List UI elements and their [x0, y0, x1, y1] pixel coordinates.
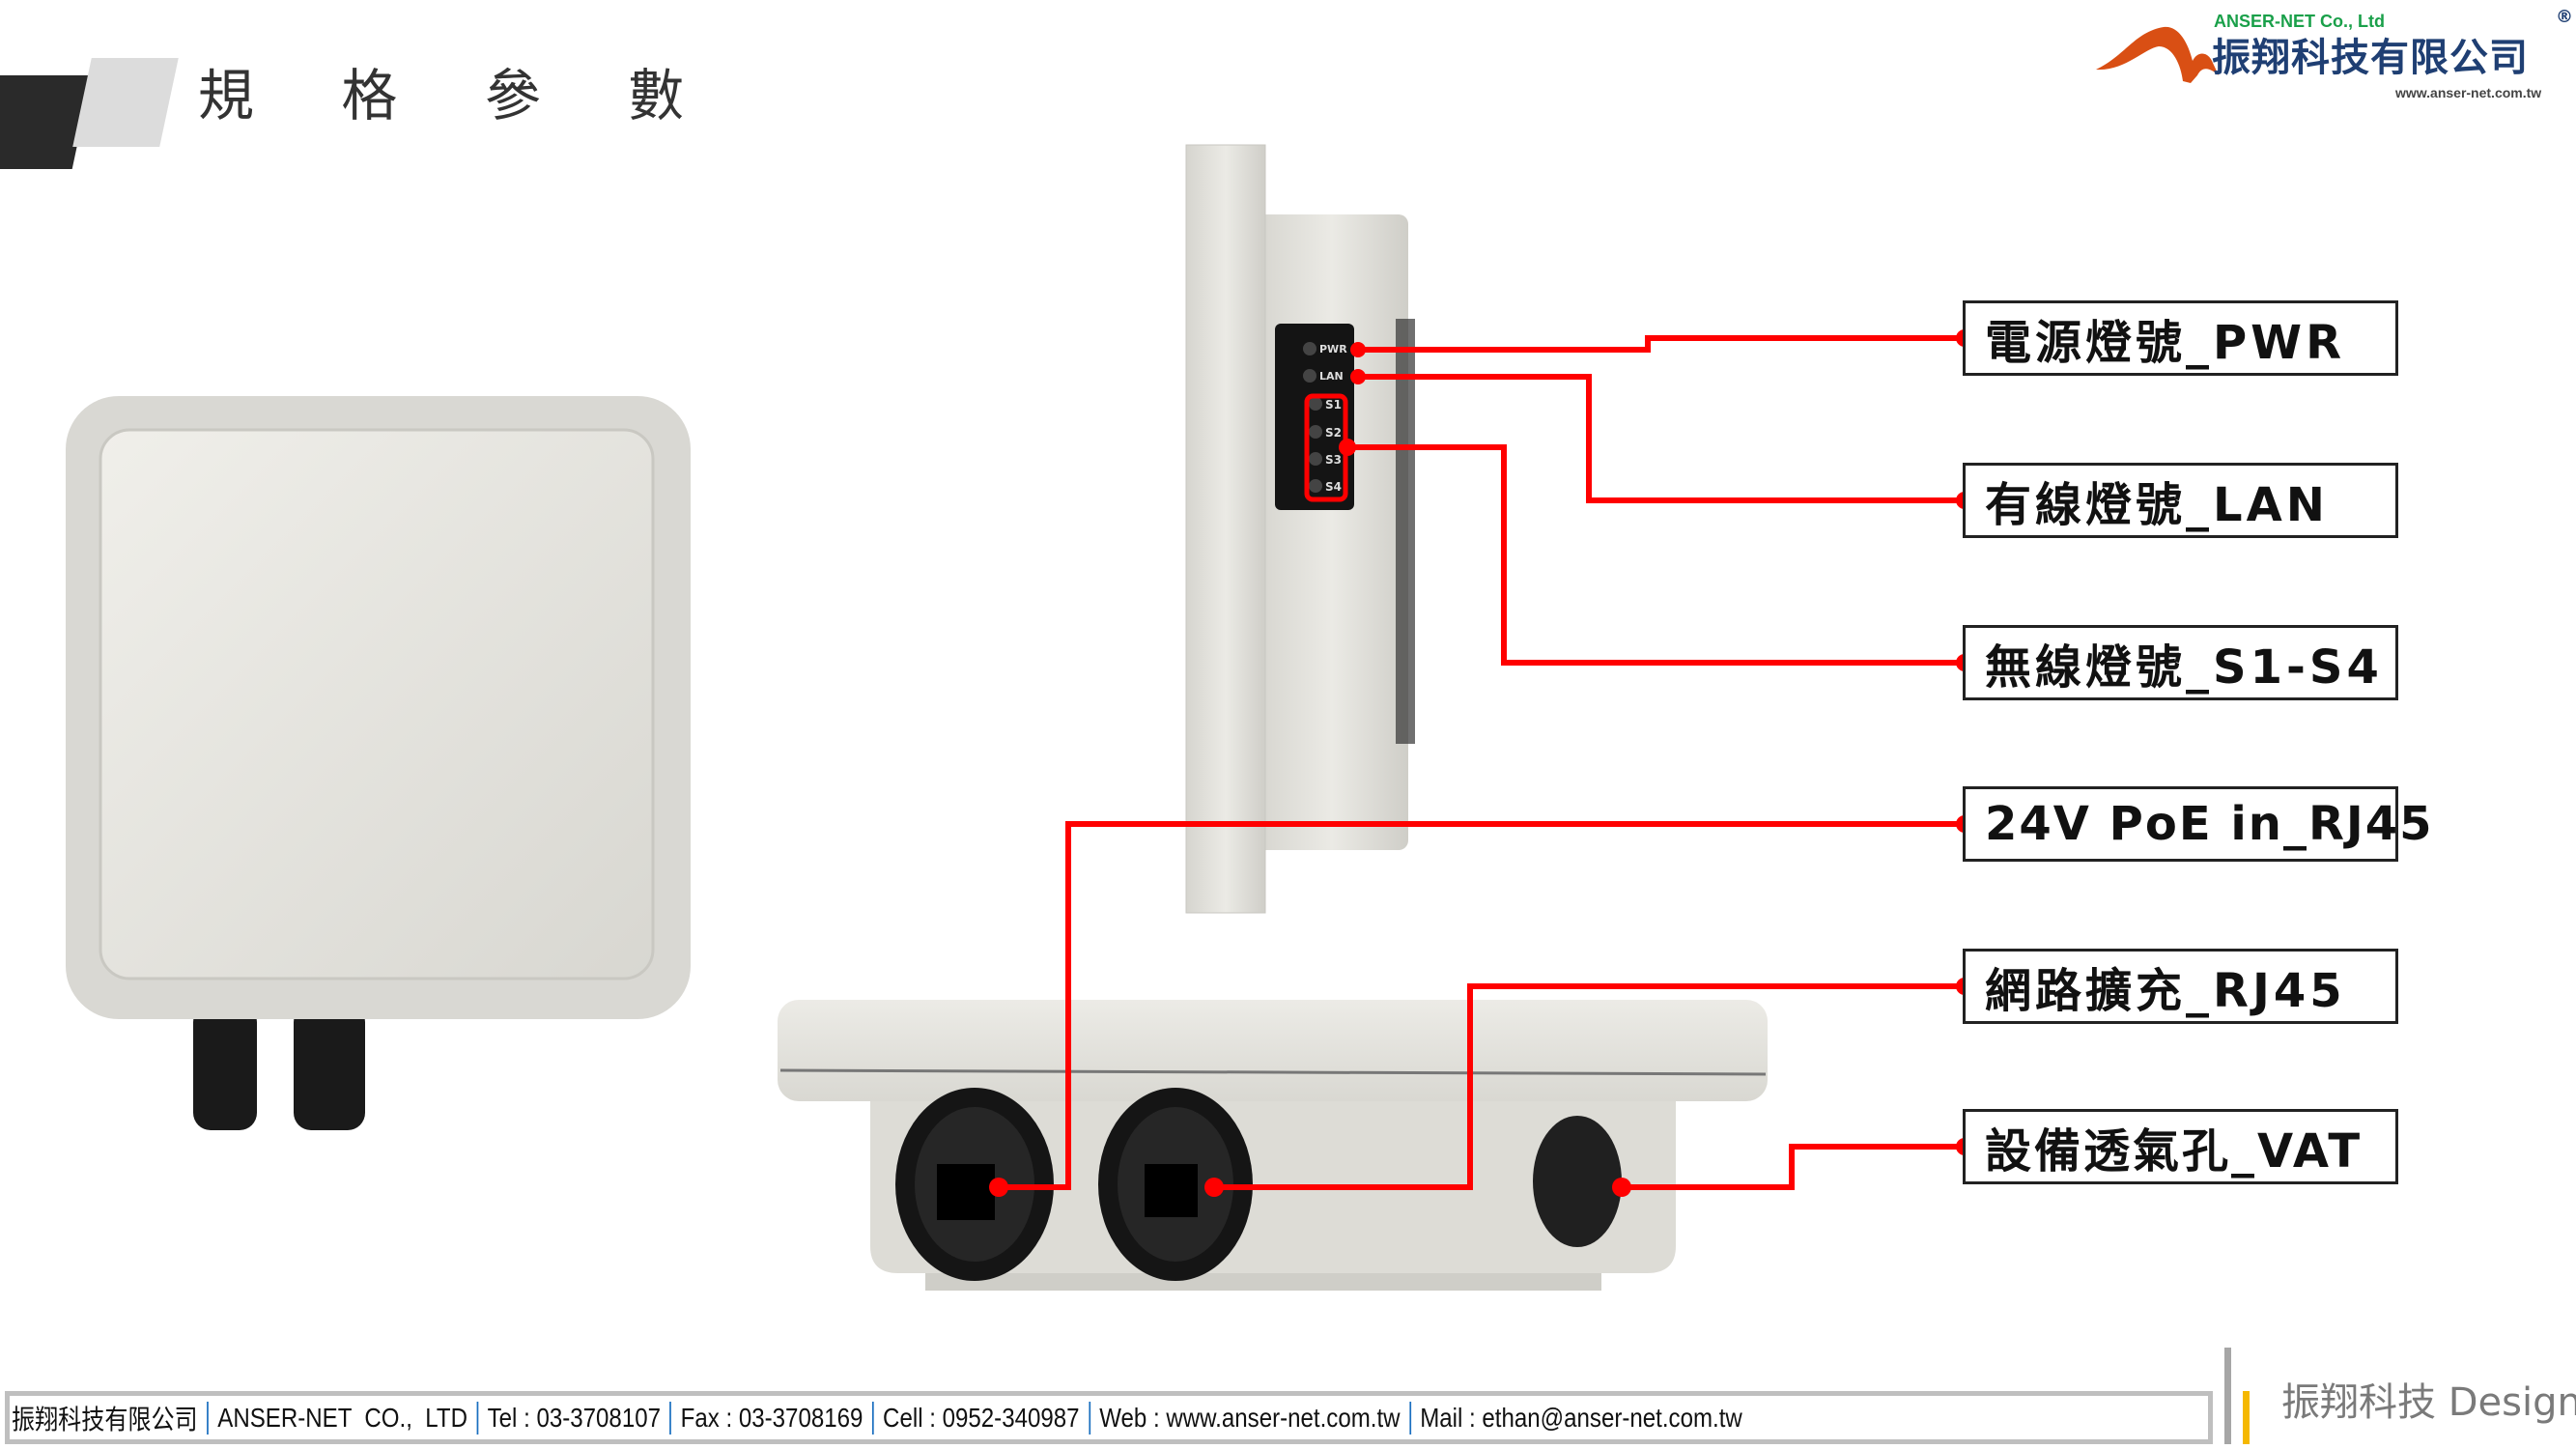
registered-mark: ® [2556, 7, 2573, 27]
footer-separator [476, 1401, 479, 1435]
led-label-s1: S1 [1325, 398, 1342, 412]
footer-web: Web : www.anser-net.com.tw [1099, 1402, 1401, 1433]
footer-separator [669, 1401, 672, 1435]
footer-contact-bar: 振翔科技有限公司 ANSER-NET CO., LTD Tel : 03-370… [5, 1391, 2213, 1444]
footer-separator [207, 1401, 209, 1435]
led-label-pwr: PWR [1319, 343, 1347, 355]
logo-company-en: ANSER-NET Co., Ltd [2214, 12, 2385, 31]
footer-separator [871, 1401, 874, 1435]
footer-accent-yellow [2243, 1391, 2250, 1444]
led-label-s2: S2 [1325, 426, 1342, 440]
led-label-s3: S3 [1325, 453, 1342, 467]
footer-fax: Fax : 03-3708169 [680, 1402, 863, 1433]
callout-line-s1-s4 [1347, 444, 1963, 666]
device-front-panel [99, 428, 655, 980]
callout-line-vat [1622, 1144, 1963, 1190]
page-title: 規 格 參 數 [198, 63, 720, 128]
footer-mail: Mail : ethan@anser-net.com.tw [1420, 1402, 1742, 1433]
callout-line-rj45 [1214, 983, 1963, 1190]
device-front-view [66, 396, 691, 1130]
footer-divider-gray [2224, 1348, 2231, 1444]
led-panel [1275, 324, 1354, 510]
callout-lines [999, 335, 1963, 1190]
footer-cell: Cell : 0952-340987 [883, 1402, 1080, 1433]
logo-url: www.anser-net.com.tw [2395, 85, 2542, 100]
logo-company-cn: 振翔科技有限公司 [2212, 36, 2529, 80]
callout-label-vat: 設備透氣孔_VAT [1963, 1109, 2398, 1184]
footer-company-en: ANSER-NET CO., LTD [217, 1402, 467, 1433]
callout-line-pwr [1358, 335, 1963, 353]
callout-label-s1-s4: 無線燈號_S1-S4 [1963, 625, 2398, 700]
callout-line-poe [999, 821, 1963, 1190]
cable-gland-right [294, 1005, 365, 1130]
footer-company-cn: 振翔科技有限公司 [12, 1404, 198, 1435]
device-bottom-view [778, 1000, 1768, 1291]
led-label-s4: S4 [1325, 480, 1342, 494]
company-logo-bird-icon [2096, 26, 2219, 83]
callout-label-lan: 有線燈號_LAN [1963, 463, 2398, 538]
device-side-view: PWR LAN S1 S2 S3 S4 [1185, 144, 1415, 914]
led-label-lan: LAN [1319, 370, 1344, 383]
callout-label-rj45: 網路擴充_RJ45 [1963, 949, 2398, 1024]
brand-tag: 振翔科技 Design [2281, 1380, 2576, 1425]
callout-line-lan [1358, 374, 1963, 503]
footer-separator [1409, 1401, 1411, 1435]
callout-label-pwr: 電源燈號_PWR [1963, 300, 2398, 376]
footer-separator [1089, 1401, 1090, 1435]
callout-label-poe: 24V PoE in_RJ45 [1963, 786, 2432, 862]
footer-tel: Tel : 03-3708107 [487, 1402, 662, 1433]
vent-plug [1533, 1116, 1622, 1247]
cable-gland-left [193, 1005, 257, 1130]
